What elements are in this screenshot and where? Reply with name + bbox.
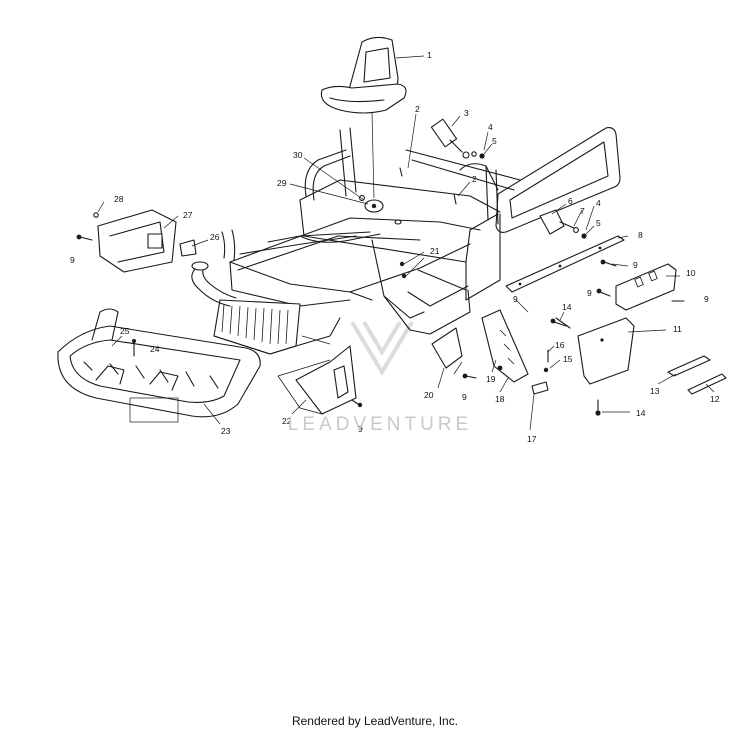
part-seat-frame <box>304 127 521 225</box>
callout-9g: 9 <box>358 424 363 434</box>
part-chassis <box>229 217 481 335</box>
footer-credit: Rendered by LeadVenture, Inc. <box>291 714 459 728</box>
callout-13: 13 <box>650 386 660 396</box>
callout-25: 25 <box>120 326 130 336</box>
callout-9e: 9 <box>513 294 518 304</box>
callout-16: 16 <box>555 340 565 350</box>
part-trim-strips <box>667 355 727 395</box>
callout-9b: 9 <box>633 260 638 270</box>
callout-27: 27 <box>183 210 193 220</box>
callout-17: 17 <box>527 434 537 444</box>
callout-8: 8 <box>638 230 643 240</box>
callout-1: 1 <box>427 50 432 60</box>
callout-11: 11 <box>673 324 682 334</box>
callout-23: 23 <box>221 426 231 436</box>
callout-26: 26 <box>210 232 220 242</box>
part-seat <box>320 36 407 199</box>
watermark-logo <box>350 320 414 376</box>
callout-19: 19 <box>486 374 496 384</box>
callout-9a: 9 <box>70 255 75 265</box>
part-small-hardware <box>531 317 601 416</box>
watermark-text: LEADVENTURE <box>287 414 473 435</box>
part-cargo-box <box>299 127 621 301</box>
callout-10: 10 <box>686 268 696 278</box>
callout-18: 18 <box>495 394 505 404</box>
callout-9f: 9 <box>462 392 467 402</box>
callout-labels: 1 2 3 4 5 2 30 29 6 7 4 5 8 28 27 9 26 2… <box>70 50 720 444</box>
part-cylinder <box>430 118 470 159</box>
callout-6: 6 <box>568 196 573 206</box>
part-bumper-tube <box>191 229 237 307</box>
part-bolt-24 <box>132 339 136 357</box>
callout-30: 30 <box>293 150 303 160</box>
callout-12: 12 <box>710 394 720 404</box>
callout-14b: 14 <box>636 408 646 418</box>
callout-20: 20 <box>424 390 434 400</box>
callout-4: 4 <box>488 122 493 132</box>
part-hardware-center <box>359 151 503 371</box>
callout-15: 15 <box>563 354 573 364</box>
leader-lines <box>97 55 715 431</box>
part-left-bracket <box>76 209 197 273</box>
callout-4b: 4 <box>596 198 601 208</box>
callout-28: 28 <box>114 194 124 204</box>
part-hardware-right <box>539 209 587 239</box>
callout-22: 22 <box>282 416 292 426</box>
callout-7: 7 <box>580 206 585 216</box>
part-side-panel <box>550 317 635 385</box>
part-side-step <box>596 263 685 311</box>
callout-9c: 9 <box>704 294 709 304</box>
part-front-bumper <box>57 308 261 423</box>
callout-3: 3 <box>464 108 469 118</box>
part-rail <box>505 235 625 293</box>
part-grille <box>213 299 341 355</box>
callout-24: 24 <box>150 344 160 354</box>
callout-2b: 2 <box>472 174 477 184</box>
callout-21: 21 <box>430 246 440 256</box>
part-inner-panels <box>277 309 529 415</box>
callout-14a: 14 <box>562 302 572 312</box>
callout-29: 29 <box>277 178 287 188</box>
callout-9d: 9 <box>587 288 592 298</box>
callout-2: 2 <box>415 104 420 114</box>
callout-5: 5 <box>492 136 497 146</box>
callout-5b: 5 <box>596 218 601 228</box>
